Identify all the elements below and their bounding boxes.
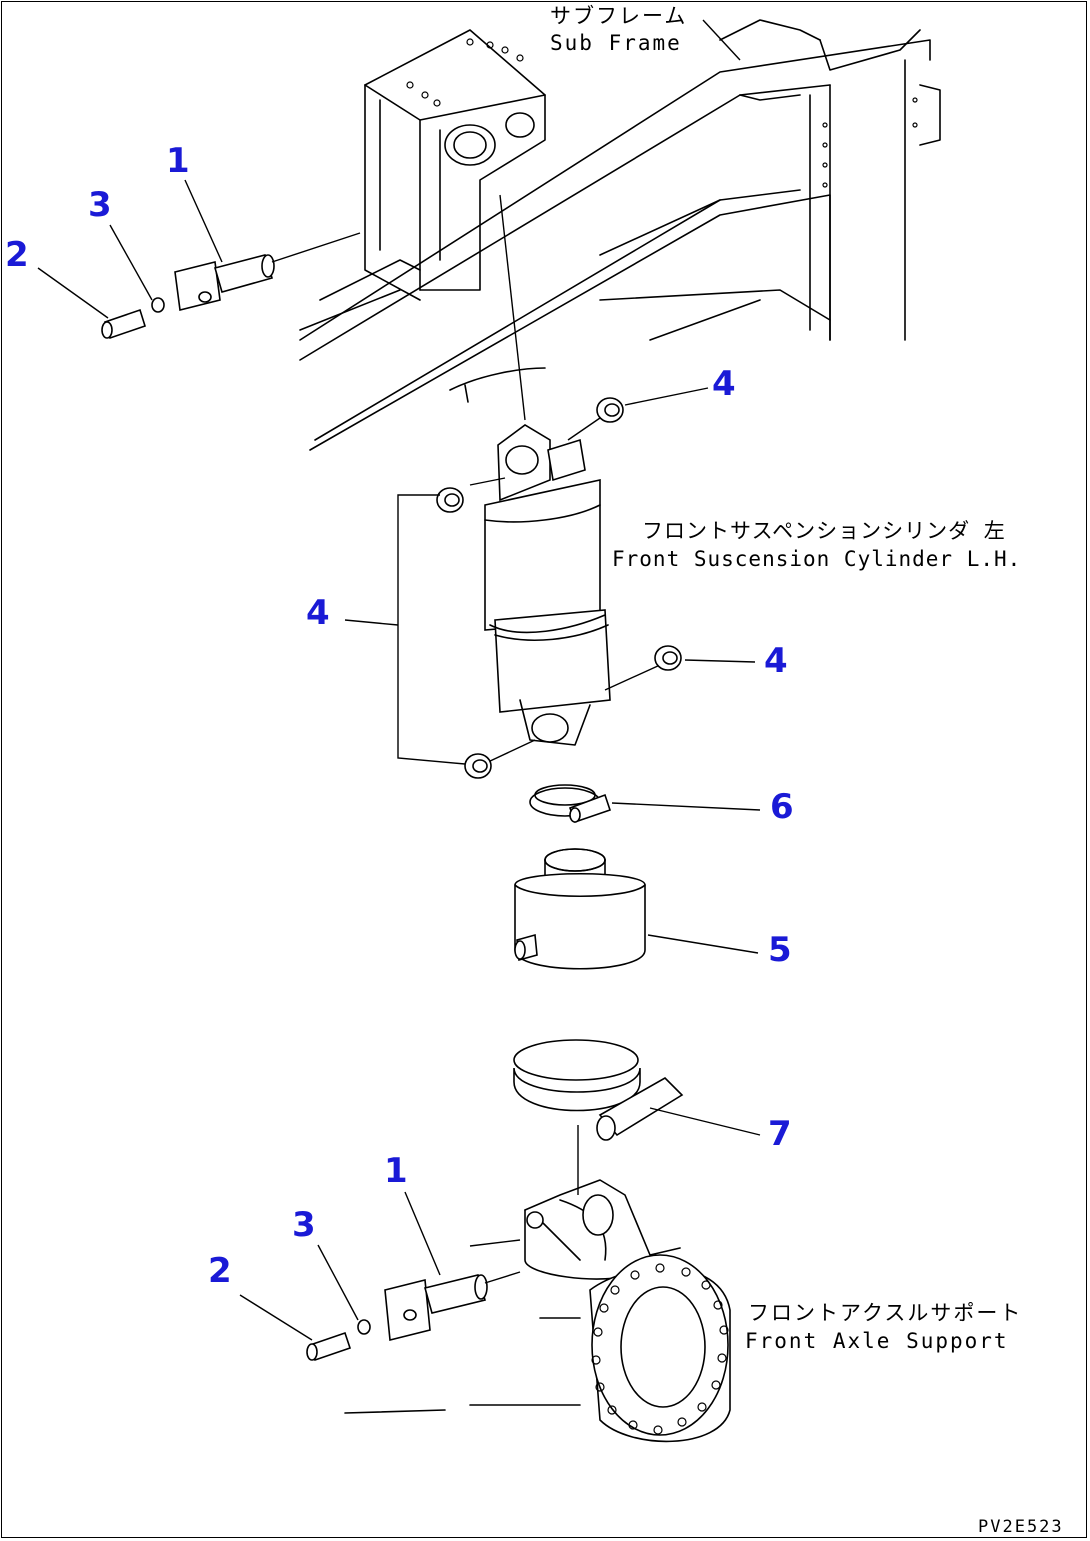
callout-3-top: 3 xyxy=(88,185,112,225)
drawing-code: PV2E523 xyxy=(978,1517,1064,1537)
callout-1-top: 1 xyxy=(166,141,190,181)
axle-support-label-jp: フロントアクスルサポート xyxy=(748,1301,1023,1325)
callout-6: 6 xyxy=(770,787,794,827)
axle-support-label-en: Front Axle Support xyxy=(745,1329,1009,1353)
callout-3-bottom: 3 xyxy=(292,1205,316,1245)
o-rings xyxy=(436,397,682,779)
clamp-6 xyxy=(529,784,761,824)
callout-4-upper: 4 xyxy=(712,364,736,404)
callout-7: 7 xyxy=(768,1114,792,1154)
cylinder-label-en: Front Suscension Cylinder L.H. xyxy=(612,547,1022,571)
front-axle-support xyxy=(344,1179,731,1443)
callout-leaders xyxy=(37,19,741,1341)
bolt-circle xyxy=(591,1263,729,1435)
callout-2-top: 2 xyxy=(5,235,29,275)
callout-4-right: 4 xyxy=(764,641,788,681)
callout-1-bottom: 1 xyxy=(384,1151,408,1191)
suspension-cylinder xyxy=(469,194,661,763)
boot-5 xyxy=(514,848,759,970)
sub-frame-label-jp: サブフレーム xyxy=(550,4,688,28)
cylinder-label-jp: フロントサスペンションシリンダ 左 xyxy=(642,519,1006,543)
leaders-4 xyxy=(344,387,756,765)
callout-4-left: 4 xyxy=(306,593,330,633)
sub-frame-label-en: Sub Frame xyxy=(550,31,682,55)
bottom-pin-assembly xyxy=(306,1271,521,1362)
sub-frame xyxy=(299,19,941,451)
clamp-7 xyxy=(513,1039,761,1195)
callout-2-bottom: 2 xyxy=(208,1251,232,1291)
top-pin-assembly xyxy=(101,232,361,340)
callout-5: 5 xyxy=(768,930,792,970)
